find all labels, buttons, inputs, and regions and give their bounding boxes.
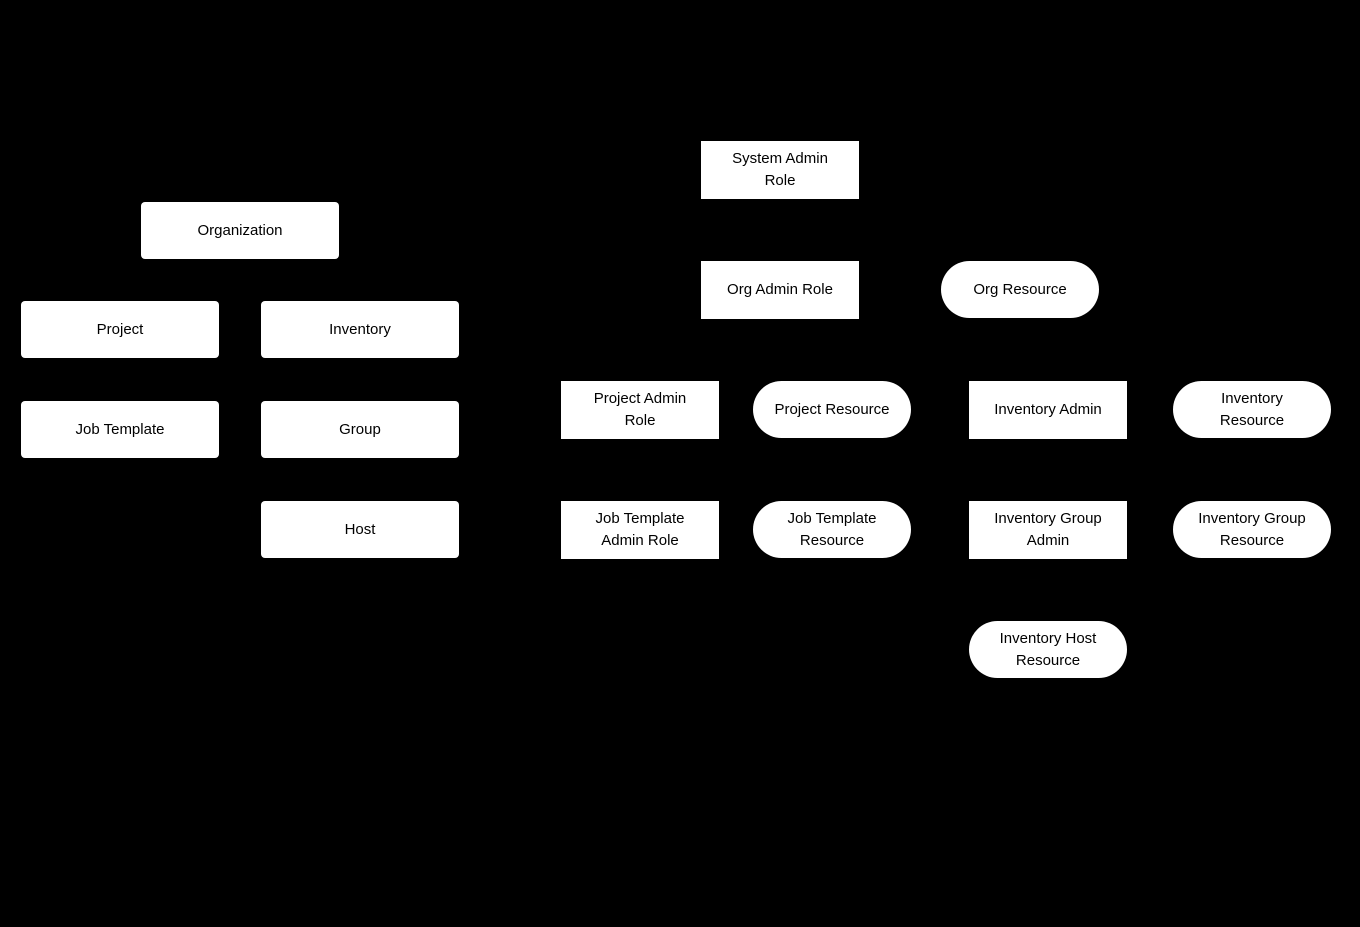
diagram-node-inventory-group-resource: Inventory Group Resource bbox=[1173, 501, 1331, 558]
node-label-organization: Organization bbox=[197, 221, 283, 239]
diagram-node-inventory-group-admin: Inventory Group Admin bbox=[969, 501, 1127, 559]
diagram-node-project-admin-role: Project Admin Role bbox=[561, 381, 719, 439]
node-label-job-template-admin-role: Job Template Admin Role bbox=[595, 510, 685, 549]
node-label-host: Host bbox=[344, 520, 376, 538]
diagram-node-system-admin-role: System Admin Role bbox=[701, 141, 859, 199]
node-label-system-admin-role: System Admin Role bbox=[732, 150, 828, 189]
diagram-node-org-resource: Org Resource bbox=[941, 261, 1099, 318]
diagram-node-organization: Organization bbox=[141, 202, 339, 259]
node-label-org-admin-role: Org Admin Role bbox=[727, 281, 833, 299]
diagram-node-job-template-resource: Job Template Resource bbox=[753, 501, 911, 558]
node-label-org-resource: Org Resource bbox=[973, 280, 1067, 298]
node-label-inventory-admin: Inventory Admin bbox=[994, 401, 1102, 419]
diagram-node-host: Host bbox=[261, 501, 459, 558]
node-label-job-template: Job Template bbox=[75, 420, 165, 438]
diagram-node-inventory-admin: Inventory Admin bbox=[969, 381, 1127, 439]
node-label-inventory-group-admin: Inventory Group Admin bbox=[994, 510, 1102, 549]
diagram-node-job-template-admin-role: Job Template Admin Role bbox=[561, 501, 719, 559]
diagram-node-inventory-resource: Inventory Resource bbox=[1173, 381, 1331, 438]
node-label-inventory-host-resource: Inventory Host Resource bbox=[999, 629, 1097, 669]
diagram-node-group: Group bbox=[261, 401, 459, 458]
diagram-node-project-resource: Project Resource bbox=[753, 381, 911, 438]
diagram-node-inventory-host-resource: Inventory Host Resource bbox=[969, 621, 1127, 678]
node-label-inventory: Inventory bbox=[329, 320, 391, 338]
node-label-project-resource: Project Resource bbox=[774, 400, 890, 418]
diagram-node-project: Project bbox=[21, 301, 219, 358]
node-label-inventory-resource: Inventory Resource bbox=[1219, 389, 1285, 429]
node-label-inventory-group-resource: Inventory Group Resource bbox=[1198, 509, 1306, 549]
diagram-node-org-admin-role: Org Admin Role bbox=[701, 261, 859, 319]
node-label-group: Group bbox=[339, 420, 381, 438]
diagram-node-inventory: Inventory bbox=[261, 301, 459, 358]
node-label-project: Project bbox=[96, 320, 144, 338]
node-label-job-template-resource: Job Template Resource bbox=[787, 509, 877, 549]
node-label-project-admin-role: Project Admin Role bbox=[593, 390, 687, 429]
diagram-node-job-template: Job Template bbox=[21, 401, 219, 458]
